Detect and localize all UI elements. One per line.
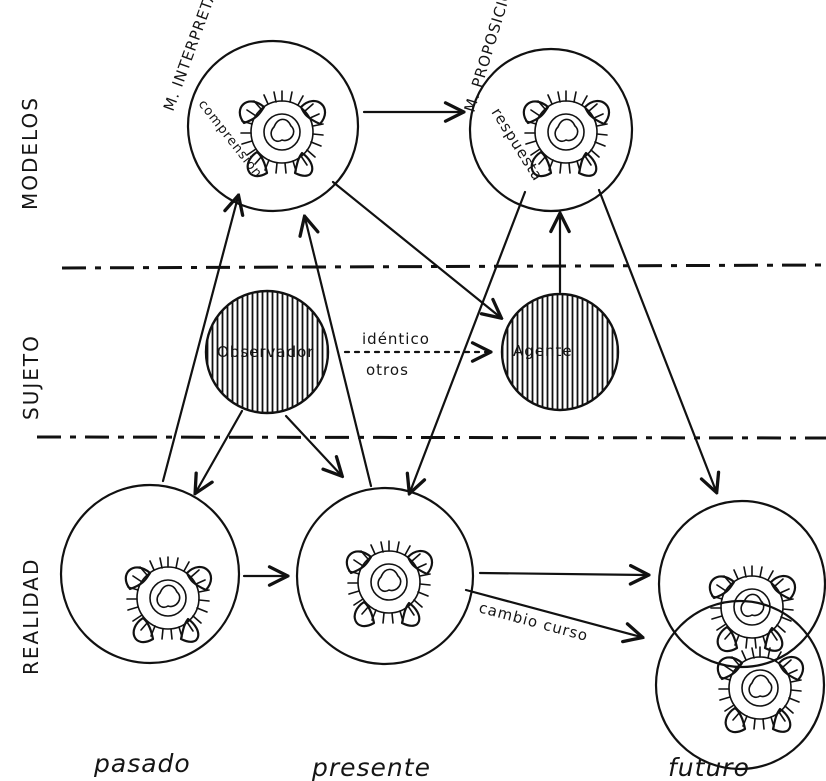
arrow-interpretacion-to-agente xyxy=(331,180,500,317)
arrow-observador-to-pasado xyxy=(196,409,244,492)
row-label-sujeto: SUJETO xyxy=(19,334,43,420)
relation-label-identico: idéntico xyxy=(362,330,430,348)
reality-pasado-node xyxy=(59,483,241,665)
arrow-proposicion-to-futuro xyxy=(597,188,716,491)
timeline-label-presente: presente xyxy=(311,753,431,781)
arrow-observador-to-presente xyxy=(284,414,341,475)
timeline-label-futuro: futuro xyxy=(668,753,750,781)
reality-futuro-node-bottom xyxy=(654,599,826,771)
timeline-labels: pasado presente futuro xyxy=(93,749,750,781)
row-labels: MODELOS SUJETO REALIDAD xyxy=(18,96,43,675)
top-separator-line xyxy=(61,263,826,270)
subject-observador-label: Observador xyxy=(217,343,314,361)
timeline-label-pasado: pasado xyxy=(93,749,191,778)
reality-presente-node xyxy=(295,486,475,666)
arrow-presente-to-futuro xyxy=(478,573,647,575)
arrow-presente-to-interpretacion xyxy=(305,218,373,488)
connections xyxy=(161,112,716,637)
relation-label-otros: otros xyxy=(366,361,409,379)
arrow-proposicion-to-presente xyxy=(410,190,527,492)
reality-futuro-node-top xyxy=(657,499,826,669)
subject-observador-node: Observador xyxy=(204,289,330,415)
arrow-pasado-to-interpretacion xyxy=(161,197,238,483)
row-label-modelos: MODELOS xyxy=(18,96,42,210)
subject-agente-node: Agente xyxy=(500,292,620,412)
row-label-realidad: REALIDAD xyxy=(19,558,43,675)
subject-agente-label: Agente xyxy=(513,342,573,360)
arrow-presente-to-cambio-futuro xyxy=(464,588,641,637)
relation-label-group: idéntico otros xyxy=(362,330,430,379)
